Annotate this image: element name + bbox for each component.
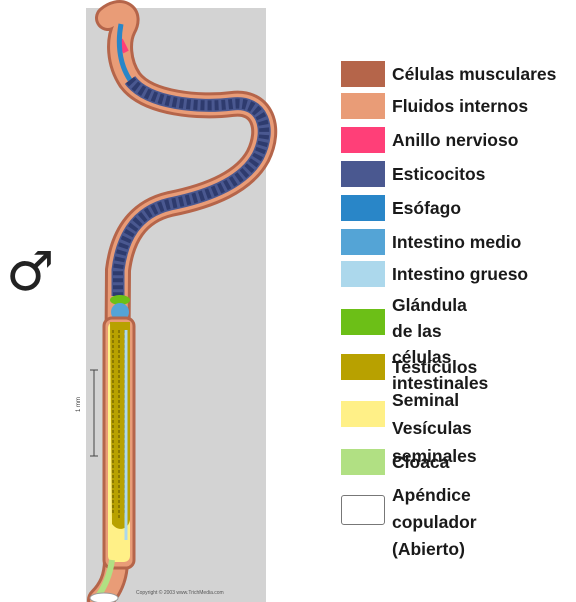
legend-swatch [341,229,385,255]
legend-label: Anillo nervioso [392,128,518,152]
copulatory-appendage [90,593,118,602]
legend-swatch [341,309,385,335]
legend-swatch [341,195,385,221]
legend-swatch [341,261,385,287]
legend-label: Esticocitos [392,162,485,186]
legend-swatch [341,61,385,87]
legend-label: Fluidos internos [392,94,528,118]
legend-swatch [341,161,385,187]
legend-swatch [341,127,385,153]
legend-label: Testículos [392,355,477,379]
legend-swatch [341,449,385,475]
legend-label: Esófago [392,196,461,220]
legend-label: Intestino medio [392,230,521,254]
scale-label: 1 mm [76,397,82,412]
copyright-text: Copyright © 2003 www.TrichMedia.com [136,590,224,596]
scale-bar [90,370,98,456]
legend-swatch [341,401,385,427]
legend-label: Células musculares [392,62,556,86]
legend-label: Apéndice copulador (Abierto) [392,482,477,563]
legend-label: Intestino grueso [392,262,528,286]
legend-label: Glándula de las células intestinales [392,292,488,396]
legend-swatch [341,354,385,380]
legend-swatch [341,93,385,119]
legend-swatch [341,495,385,525]
legend-label: Cloaca [392,450,449,474]
male-symbol: ♂ [6,245,54,299]
